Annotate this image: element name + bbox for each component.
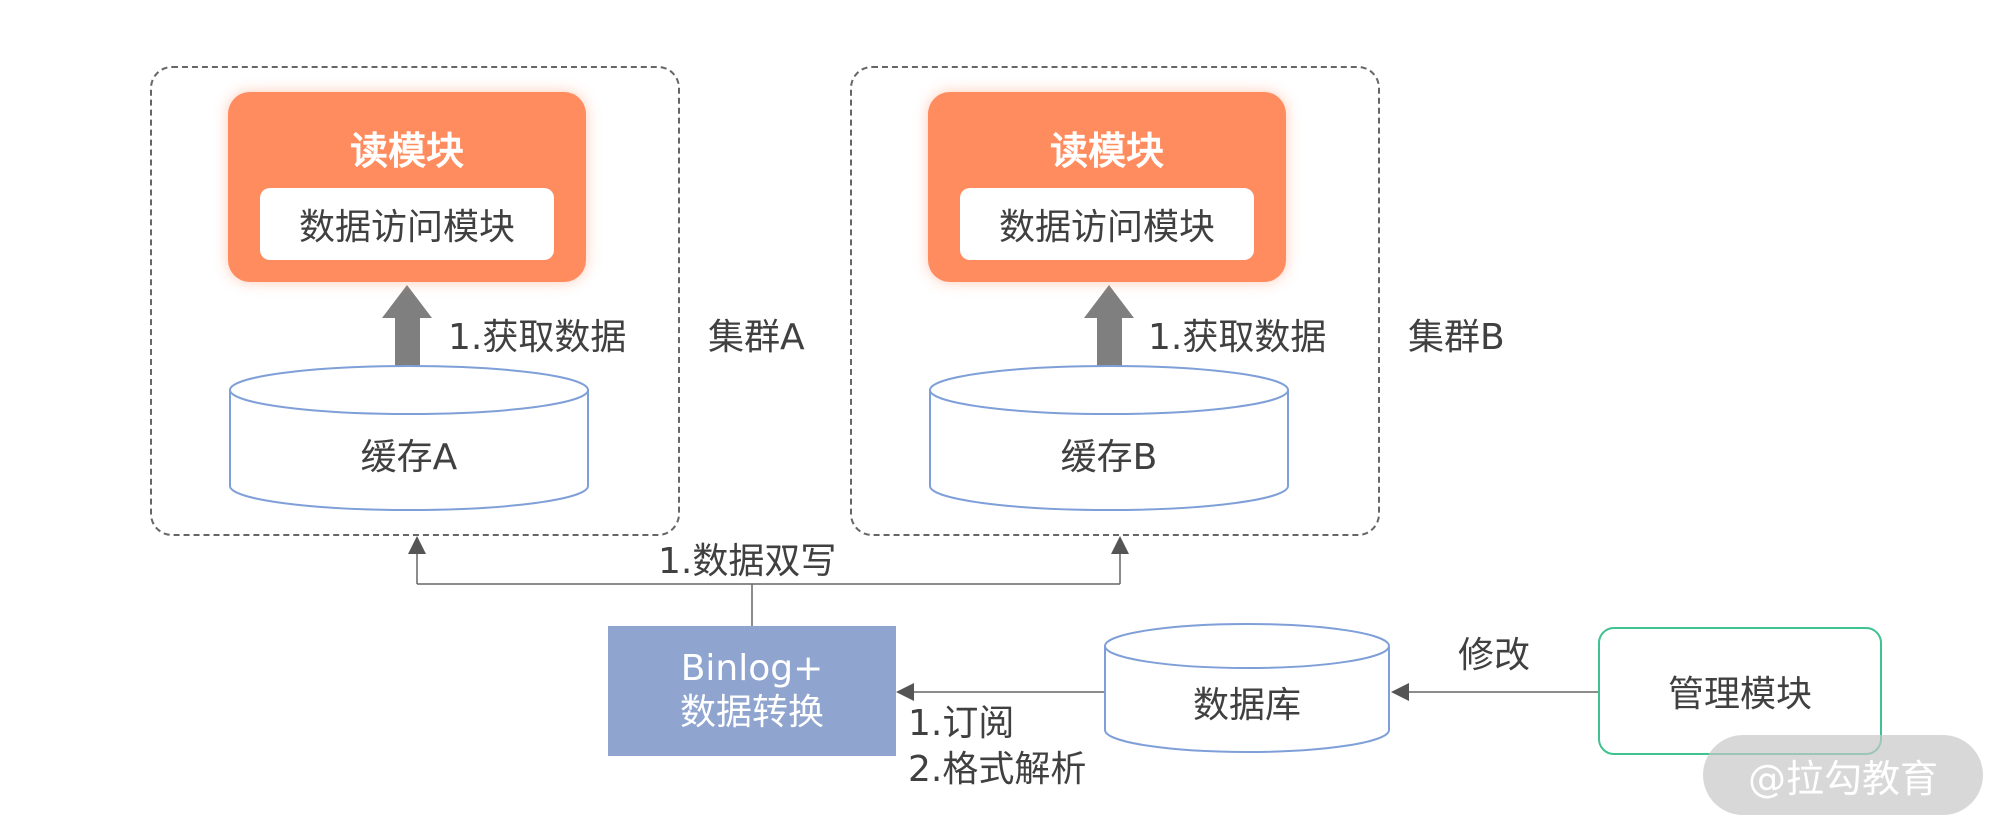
read-module-b-title: 读模块 — [1049, 129, 1164, 173]
cache-b-cylinder — [929, 365, 1289, 511]
cache-b-label: 缓存B — [1060, 437, 1158, 478]
data-access-module-b: 数据访问模块 — [960, 188, 1254, 260]
subscribe-label: 1.订阅 — [908, 703, 1015, 744]
binlog-line1: Binlog+ — [680, 648, 824, 689]
parse-label: 2.格式解析 — [908, 749, 1087, 790]
modify-label: 修改 — [1458, 635, 1531, 676]
dual-write-connector — [408, 536, 1129, 626]
cluster-b-boundary — [850, 66, 1380, 536]
read-module-b: 读模块 数据访问模块 — [928, 92, 1286, 282]
fetch-arrow-b — [1084, 285, 1134, 378]
binlog-transform-box: Binlog+ 数据转换 — [608, 626, 896, 756]
watermark: @拉勾教育 — [1703, 735, 1983, 815]
fetch-label-a: 1.获取数据 — [448, 317, 627, 358]
database-cylinder — [1104, 623, 1390, 753]
fetch-label-b: 1.获取数据 — [1148, 317, 1327, 358]
database-label: 数据库 — [1192, 685, 1301, 726]
read-module-a: 读模块 数据访问模块 — [228, 92, 586, 282]
data-access-module-a: 数据访问模块 — [260, 188, 554, 260]
cache-a-label: 缓存A — [360, 437, 458, 478]
cluster-a-boundary — [150, 66, 680, 536]
cache-a-cylinder — [229, 365, 589, 511]
dual-write-label: 1.数据双写 — [658, 541, 837, 582]
read-module-a-title: 读模块 — [349, 129, 464, 173]
cluster-a-label: 集群A — [708, 317, 805, 358]
binlog-line2: 数据转换 — [679, 692, 824, 733]
cluster-b-label: 集群B — [1408, 317, 1505, 358]
fetch-arrow-a — [382, 285, 432, 378]
